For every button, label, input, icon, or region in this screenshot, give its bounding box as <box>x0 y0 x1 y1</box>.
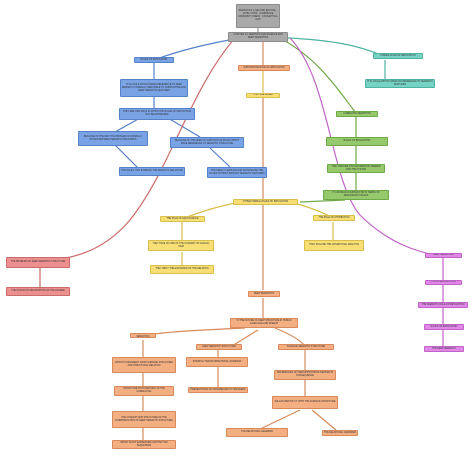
conditional-node[interactable]: THEY INCLUDE THE CONDITIONAL ANALYSIS <box>304 240 364 251</box>
concept-b-node[interactable]: THEY IMPLY THE EXISTENCE OF THE RELATION <box>150 265 214 274</box>
edge-green-other <box>299 199 346 203</box>
formal-rule-node[interactable]: FORMAL RULE OF IMPLICATION <box>373 53 423 59</box>
root-node[interactable]: SEMANTICS 1 (SECOND EDITION) · JOHN LYON… <box>236 4 280 28</box>
two-rules-node[interactable]: RULES OF IMPLICATION <box>326 137 388 146</box>
right-branch-4-node[interactable]: THE RELATIONAL GRAMMAR <box>322 430 358 436</box>
violet-rule-implication-node[interactable]: THE SEMANTIC RULE OF IMPLICATION <box>418 302 468 308</box>
violet-interpretation-node[interactable]: THE INTERPRETATION <box>425 280 462 285</box>
mid-branch-1-node[interactable]: INTERNAL TRANSFORMATIONAL GRAMMAR <box>186 357 248 367</box>
two-ways-node[interactable]: THEY ARE TWO WAYS IN WHICH THE RULES OF … <box>119 108 195 120</box>
deep-semantics-node[interactable]: DEEP SEMANTICS <box>248 291 280 297</box>
mid-branch-2-node[interactable]: PRESENTATION OF DIFFERENCES TO SPEAKERS <box>188 387 248 393</box>
right-branch-3-node[interactable]: THE RELATIONAL GRAMMAR <box>226 428 288 437</box>
left-branch-4-node[interactable]: THE CONCEPT AND STRUCTURE OF THE INTERPR… <box>112 411 176 428</box>
violet-rules-node[interactable]: RULES OF IMPLICATION <box>424 324 464 330</box>
left-branch-1-node[interactable]: WHICH IS DIFFERENT FROM SURFACE STRUCTUR… <box>112 357 176 373</box>
semantic-definition-node[interactable]: A SEMANTIC DEFINITION <box>336 111 378 117</box>
violet-deep-semantics-node[interactable]: DEEP SEMANTICS <box>425 253 462 258</box>
deep-semantic-structure-node[interactable]: DEEP SEMANTIC STRUCTURE <box>196 344 242 350</box>
violet-deep-node[interactable]: THE DEEP SEMANTIC <box>424 346 464 352</box>
other-formal-rules-node[interactable]: OTHER FORMAL RULES OF IMPLICATION <box>233 199 298 205</box>
eval-a-node[interactable]: BECAUSE OF THE WAY THE PROBLEM IS FORMAL… <box>78 131 148 146</box>
deep-nature-node[interactable]: IS THE NATURE OF DEEP STRUCTURE IN HUMAN… <box>230 318 298 328</box>
rule-equivalence-node[interactable]: THE RULE OF EQUIVALENCE <box>160 216 205 222</box>
red-lexeme-node[interactable]: THE SYNTACTIC DESCRIPTION OF THE LEXEME <box>6 287 70 296</box>
left-branch-2-node[interactable]: STRUCTURE THAT PERTAINS TO THE UNDERLYIN… <box>114 386 174 396</box>
edge-twoways-evala <box>114 117 141 133</box>
right-branch-1-node[interactable]: DIFFERENCES OF PRESUPPOSITIONS DERIVED I… <box>274 370 336 380</box>
edge-chapter-violet <box>289 37 439 257</box>
redundancy-node[interactable]: IT CAN BE ACCOUNTED FOR IN TERMS OF REDU… <box>323 190 389 200</box>
rules-left-desc-node[interactable]: IT IS A RULE WHICH MAKES REFERENCE TO DE… <box>120 79 188 97</box>
edge-chapter-red <box>39 37 236 263</box>
edge-evalb-explain <box>209 147 231 168</box>
edge-right-split-a <box>257 409 301 431</box>
rules-left-node[interactable]: RULES OF IMPLICATION <box>134 57 174 63</box>
concept-a-node[interactable]: THEY HAVE NO USE OF THE CONCEPT OF LEXIC… <box>148 240 214 251</box>
chapter-node[interactable]: CHAPTER 10: SEMANTIC EQUIVALENCE AND DEE… <box>228 32 288 42</box>
surface-semantics-node[interactable]: SURFACE SEMANTICS <box>130 333 156 338</box>
edge-evala-rules <box>114 144 141 171</box>
right-branch-2-node[interactable]: WE CAN IDENTIFY IT WITH THE SURFACE STRU… <box>272 396 338 409</box>
rule-attribution-node[interactable]: THE RULE OF ATTRIBUTION <box>313 215 355 221</box>
explain-node[interactable]: THE NEED TO EXPLAIN AND RATIONALISE THE … <box>207 167 267 178</box>
substantive-rule-node[interactable]: SUBSTANTIVE RULE OF IMPLICATION <box>238 65 290 71</box>
rules-relate-node[interactable]: THE RULES THAT EXPRESS THE SEMANTIC RELA… <box>119 167 185 176</box>
surface-semantic-structure-node[interactable]: SURFACE SEMANTIC STRUCTURE <box>278 344 334 350</box>
edge-nature-left <box>142 327 246 337</box>
left-branch-5-node[interactable]: WHICH IS NOT EXPRESSED FOR THE TWO SEQUE… <box>112 440 176 449</box>
red-problem-node[interactable]: THE PROBLEM OF DEEP SEMANTIC STRUCTURE <box>6 257 70 268</box>
formal-rule-desc-node[interactable]: IT IS A RULE WHICH MAKES NO REFERENCE TO… <box>365 79 435 88</box>
eval-b-node[interactable]: BECAUSE OF THE NEED OF SUBSTANTIVE RULES… <box>170 137 244 148</box>
edge-right-split-b <box>311 409 337 431</box>
based-node[interactable]: THEY ARE BASED <box>246 93 280 98</box>
formal-pro-node[interactable]: THEY PROVIDE THE INFORMATION NEEDED FOR … <box>327 164 385 173</box>
edge-chapter-semantic-def <box>279 37 357 114</box>
edge-twoways-evalb <box>167 117 201 138</box>
edge-nature-mid <box>231 329 259 347</box>
